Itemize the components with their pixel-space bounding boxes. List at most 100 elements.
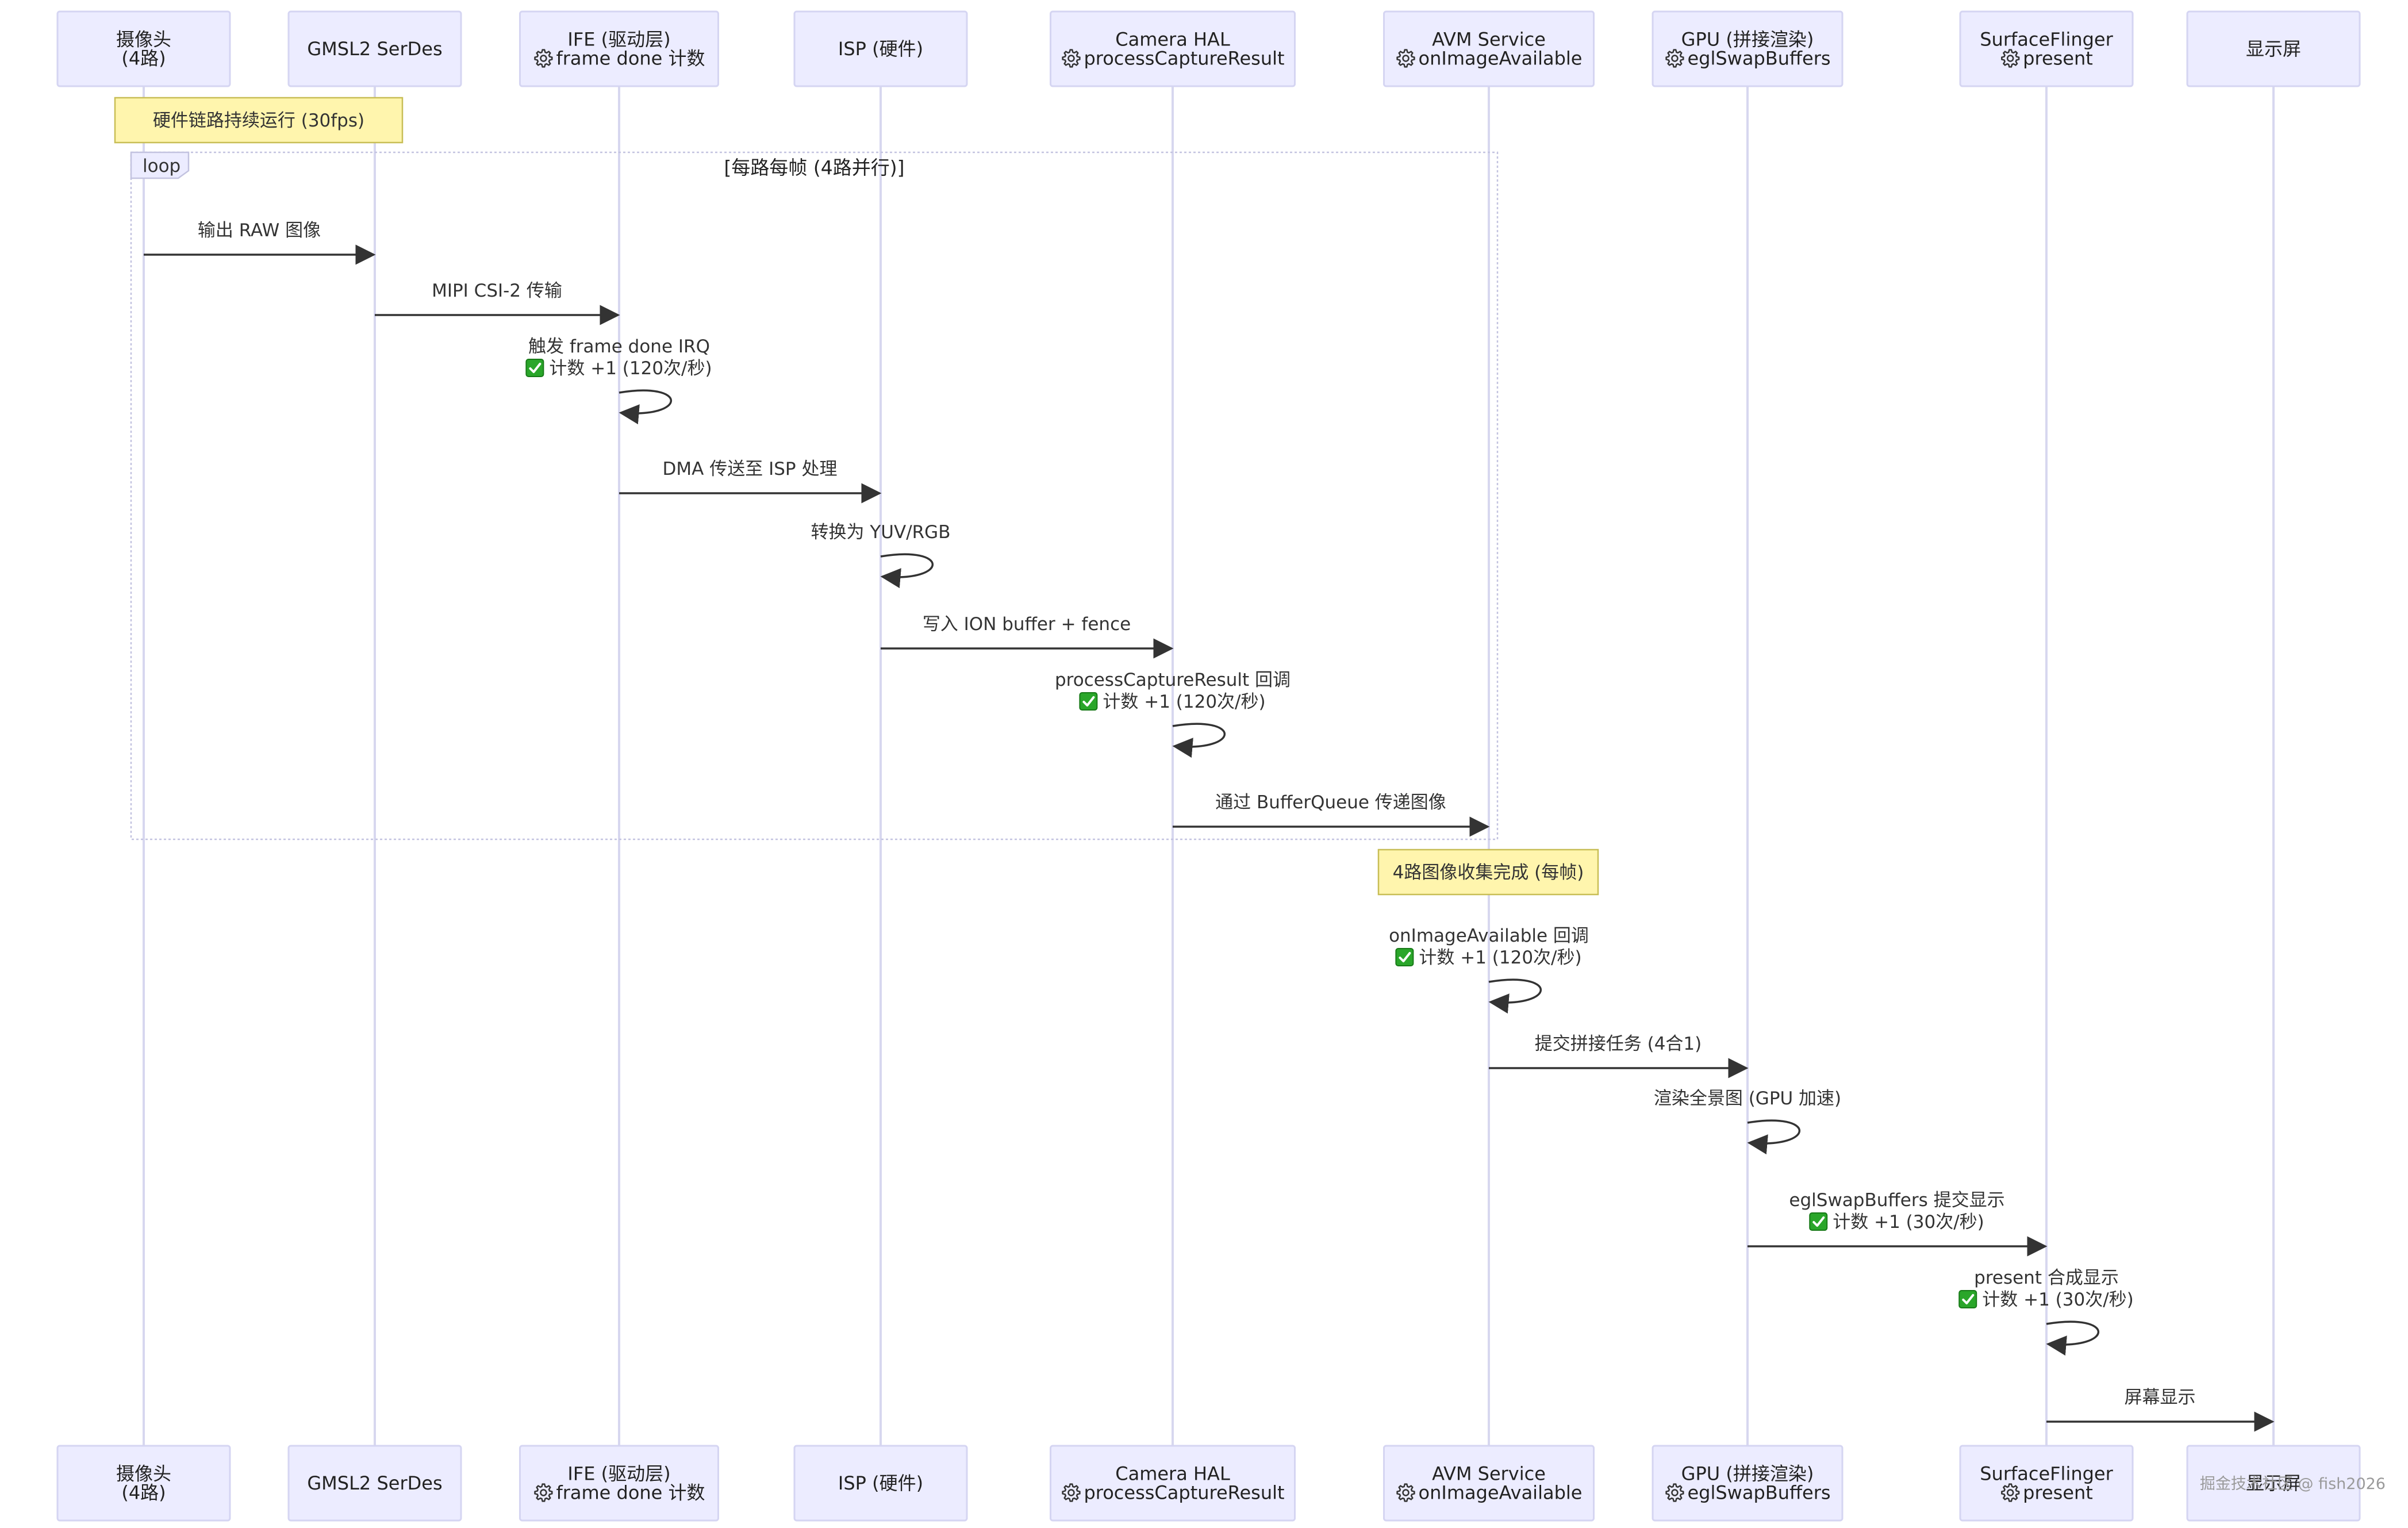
note-text: 硬件链路持续运行 (30fps) (153, 110, 364, 131)
actor-label: present (2023, 1482, 2093, 1504)
actor-box (1652, 1445, 1844, 1522)
actor-box (1383, 10, 1595, 87)
actor-label: 显示屏 (2246, 38, 2301, 60)
message-10: 提交拼接任务 (4合1) (1489, 1034, 1749, 1078)
hw-note: 硬件链路持续运行 (30fps) (114, 97, 404, 144)
message-label: 输出 RAW 图像 (198, 220, 321, 241)
gear-icon (1396, 49, 1415, 68)
self-message-arrow (2046, 1320, 2100, 1356)
actor-isp-top: ISP (硬件) (793, 10, 968, 87)
check-icon (1079, 692, 1098, 711)
actor-box (1050, 10, 1296, 87)
actor-serdes-bottom: GMSL2 SerDes (287, 1445, 462, 1522)
actor-camera-bottom: 摄像头(4路) (56, 1445, 231, 1522)
actor-box (56, 10, 231, 87)
watermark: 掘金技术社区 @ fish2026 (2200, 1475, 2386, 1493)
message-14: 屏幕显示 (2046, 1387, 2275, 1432)
loop-label: loop (143, 156, 180, 176)
message-label: onImageAvailable 回调 (1389, 926, 1589, 946)
actor-label: 摄像头 (116, 29, 171, 51)
actor-label: SurfaceFlinger (1980, 1463, 2113, 1485)
actor-box (287, 1445, 462, 1522)
actor-label: (4路) (121, 1482, 166, 1504)
message-2: MIPI CSI-2 传输 (375, 281, 620, 325)
message-label: present 合成显示 (1974, 1268, 2119, 1288)
actor-label: Camera HAL (1115, 29, 1230, 51)
actor-gpu-bottom: GPU (拼接渲染)eglSwapBuffers (1652, 1445, 1844, 1522)
actor-label: processCaptureResult (1084, 48, 1284, 70)
self-message-arrow (880, 553, 934, 589)
message-6: 写入 ION buffer + fence (881, 614, 1174, 659)
collect-note: 4路图像收集完成 (每帧) (1377, 849, 1599, 896)
message-label: 渲染全景图 (GPU 加速) (1654, 1088, 1841, 1109)
message-label: processCaptureResult 回调 (1055, 670, 1291, 690)
message-label: 计数 +1 (120次/秒) (549, 358, 712, 379)
message-label: 写入 ION buffer + fence (923, 614, 1131, 635)
gear-icon (1062, 49, 1081, 68)
message-label: eglSwapBuffers 提交显示 (1789, 1190, 2004, 1211)
message-label: 触发 frame done IRQ (528, 336, 710, 357)
message-label: 屏幕显示 (2125, 1387, 2196, 1408)
message-11: 渲染全景图 (GPU 加速) (1654, 1088, 1841, 1155)
actor-box (1050, 1445, 1296, 1522)
gear-icon (2001, 1483, 2020, 1502)
actor-box (1652, 10, 1844, 87)
actor-ife-top: IFE (驱动层)frame done 计数 (519, 10, 719, 87)
message-label: 通过 BufferQueue 传递图像 (1215, 792, 1446, 813)
actor-box (2186, 10, 2361, 87)
actor-label: IFE (驱动层) (567, 1463, 670, 1485)
message-label: 计数 +1 (120次/秒) (1103, 692, 1265, 712)
actor-box (1959, 1445, 2134, 1522)
actor-display-bottom: 显示屏 (2186, 1445, 2361, 1522)
actor-label: GPU (拼接渲染) (1681, 1463, 1814, 1485)
gear-icon (534, 1483, 553, 1502)
check-icon (1395, 948, 1414, 966)
message-5: 转换为 YUV/RGB (811, 522, 951, 589)
gear-icon (1665, 49, 1684, 68)
actor-label: eglSwapBuffers (1687, 48, 1830, 70)
actor-label: IFE (驱动层) (567, 29, 670, 51)
gear-icon (2001, 49, 2020, 68)
self-message-arrow (1172, 723, 1226, 758)
actor-gpu-top: GPU (拼接渲染)eglSwapBuffers (1652, 10, 1844, 87)
message-label: 转换为 YUV/RGB (811, 522, 951, 543)
self-message-arrow (1747, 1119, 1801, 1155)
gear-icon (534, 49, 553, 68)
check-icon (1958, 1290, 1977, 1308)
message-label: MIPI CSI-2 传输 (432, 281, 562, 301)
actor-display-top: 显示屏 (2186, 10, 2361, 87)
actor-label: 显示屏 (2246, 1472, 2301, 1494)
loop-frame: loop[每路每帧 (4路并行)] (130, 151, 1499, 840)
actor-label: AVM Service (1432, 29, 1546, 51)
actor-box (793, 10, 968, 87)
actor-label: present (2023, 48, 2093, 70)
actor-label: eglSwapBuffers (1687, 1482, 1830, 1504)
actor-label: SurfaceFlinger (1980, 29, 2113, 51)
actor-label: frame done 计数 (556, 1482, 705, 1504)
actor-label: onImageAvailable (1419, 1482, 1583, 1504)
message-label: 计数 +1 (120次/秒) (1419, 947, 1581, 968)
message-8: 通过 BufferQueue 传递图像 (1173, 792, 1490, 837)
message-1: 输出 RAW 图像 (144, 220, 376, 265)
actor-box (519, 10, 719, 87)
actor-label: AVM Service (1432, 1463, 1546, 1485)
actor-label: GPU (拼接渲染) (1681, 29, 1814, 51)
actor-isp-bottom: ISP (硬件) (793, 1445, 968, 1522)
note-text: 4路图像收集完成 (每帧) (1393, 862, 1584, 883)
actor-camera-top: 摄像头(4路) (56, 10, 231, 87)
actor-label: (4路) (121, 48, 166, 70)
check-icon (1809, 1212, 1828, 1231)
message-4: DMA 传送至 ISP 处理 (619, 459, 882, 504)
gear-icon (1396, 1483, 1415, 1502)
self-message-arrow (1488, 978, 1542, 1014)
actor-ife-bottom: IFE (驱动层)frame done 计数 (519, 1445, 719, 1522)
message-label: DMA 传送至 ISP 处理 (663, 459, 838, 479)
